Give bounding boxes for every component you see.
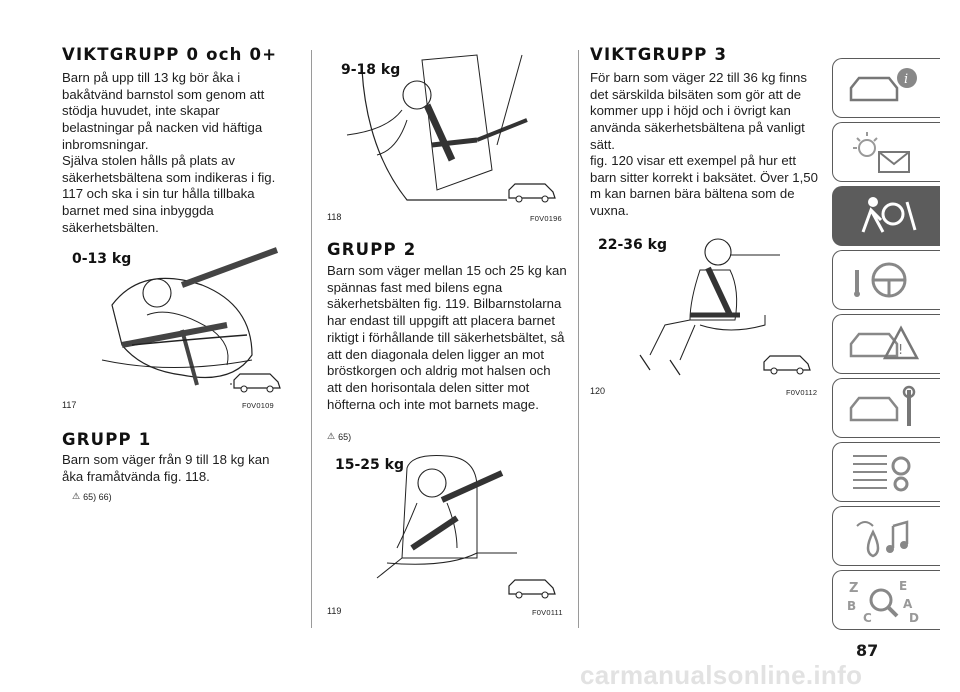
tab-maintenance[interactable]	[832, 378, 940, 438]
paragraph-group0-belts: Själva stolen hålls på plats av säkerhet…	[62, 153, 276, 235]
paragraph-group3-example: fig. 120 visar ett exempel på hur ett ba…	[590, 153, 818, 219]
booster-seat-with-backrest-illustration	[376, 455, 517, 579]
tab-index[interactable]: Z E B A C D	[832, 570, 940, 630]
tab-starting-driving[interactable]	[832, 250, 940, 310]
car-side-icon	[230, 373, 281, 393]
figure-120-code: F0V0112	[786, 388, 818, 397]
key-steering-wheel-icon	[854, 262, 907, 298]
figure-118-code: F0V0196	[530, 214, 562, 223]
lights-envelope-icon	[853, 132, 910, 173]
tab-lights-messages[interactable]	[832, 122, 940, 182]
warning-refs-text: 65)	[338, 431, 352, 442]
figure-120-number: 120	[590, 386, 606, 396]
svg-text:D: D	[909, 611, 919, 624]
paragraph-group0-intro: Barn på upp till 13 kg bör åka i bakåtvä…	[62, 70, 265, 152]
figure-118: 9-18 kg 118 F0V0196	[327, 50, 567, 226]
tab-multimedia[interactable]	[832, 506, 940, 566]
figure-117-label: 0-13 kg	[72, 251, 132, 267]
figure-119: 15-25 kg 119 F0V0111	[327, 448, 567, 618]
tab-safety[interactable]	[832, 186, 940, 246]
figure-118-label: 9-18 kg	[341, 62, 401, 78]
forward-facing-child-seat-illustration	[346, 54, 528, 201]
column-divider-1	[311, 50, 312, 628]
warning-refs-col2: ⚠ 65)	[327, 431, 351, 442]
specs-gears-icon	[853, 455, 911, 492]
airbag-safety-icon	[861, 197, 917, 233]
car-side-icon	[763, 355, 811, 375]
svg-text:E: E	[899, 579, 907, 593]
paragraph-group3-intro: För barn som väger 22 till 36 kg finns d…	[590, 70, 807, 152]
rear-facing-infant-seat-illustration	[101, 247, 279, 386]
warning-refs-text: 65) 66)	[83, 491, 112, 502]
tab-car-info[interactable]: i	[832, 58, 940, 118]
heading-viktgrupp-3: VIKTGRUPP 3	[590, 45, 728, 64]
svg-text:Z: Z	[849, 581, 858, 596]
svg-text:C: C	[863, 611, 872, 624]
paragraph-group2: Barn som väger mellan 15 och 25 kg kan s…	[327, 263, 567, 412]
booster-cushion-illustration	[639, 238, 780, 376]
figure-120-label: 22-36 kg	[598, 237, 667, 253]
car-side-icon	[508, 183, 556, 203]
paragraph-group1: Barn som väger från 9 till 18 kg kan åka…	[62, 452, 270, 484]
svg-text:!: !	[898, 343, 903, 358]
alphabetical-index-icon: Z E B A C D	[847, 579, 919, 624]
car-wrench-icon	[849, 385, 916, 426]
warning-refs-col1: ⚠ 65) 66)	[72, 491, 112, 502]
car-side-icon	[508, 579, 556, 599]
figure-119-number: 119	[327, 606, 342, 616]
figure-117: 0-13 kg 117 F0V0109	[62, 245, 284, 413]
heading-grupp-2: GRUPP 2	[327, 240, 417, 259]
warning-triangle-car-icon: !	[849, 325, 920, 360]
figure-119-label: 15-25 kg	[335, 457, 404, 473]
svg-text:i: i	[904, 72, 908, 87]
svg-text:A: A	[903, 597, 913, 611]
heading-viktgrupp-0: VIKTGRUPP 0 och 0+	[62, 45, 278, 64]
page-number: 87	[856, 641, 879, 660]
figure-117-code: F0V0109	[242, 401, 274, 410]
tab-emergency[interactable]: !	[832, 314, 940, 374]
heading-grupp-1: GRUPP 1	[62, 430, 152, 449]
warning-triangle-icon: ⚠	[72, 491, 81, 501]
multimedia-icon	[856, 520, 909, 558]
car-info-icon: i	[849, 68, 917, 102]
figure-119-code: F0V0111	[532, 608, 563, 617]
tab-technical-data[interactable]	[832, 442, 940, 502]
watermark: carmanualsonline.info	[580, 660, 863, 690]
svg-text:B: B	[847, 599, 856, 613]
warning-triangle-icon: ⚠	[327, 431, 336, 441]
figure-118-number: 118	[327, 212, 342, 222]
column-divider-2	[578, 50, 579, 628]
figure-117-number: 117	[62, 400, 77, 410]
figure-120: 22-36 kg 120 F0V0112	[590, 230, 822, 400]
